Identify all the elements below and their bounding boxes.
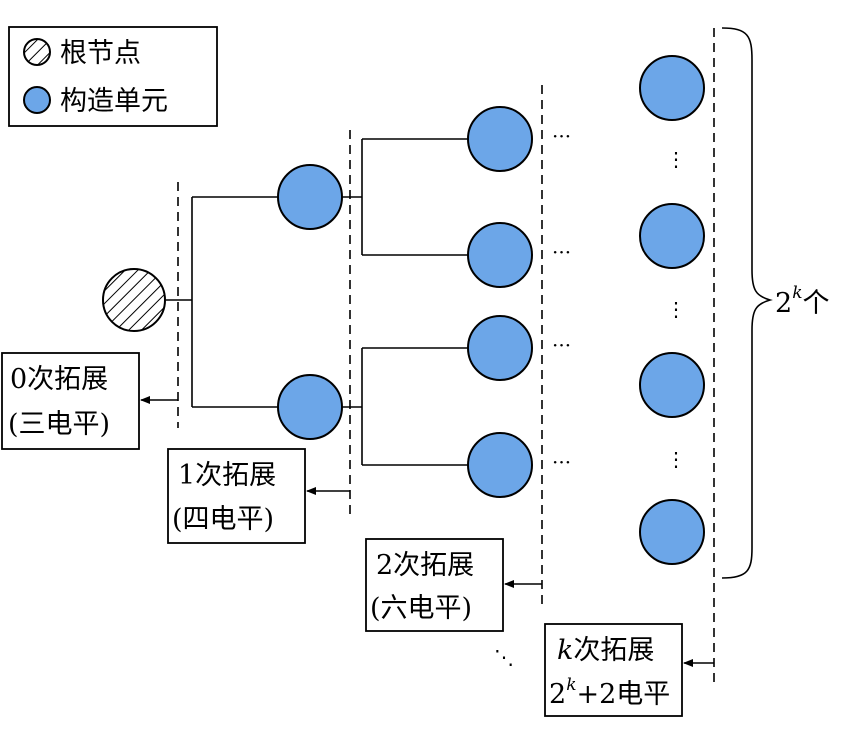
level2-unit-node <box>467 106 533 172</box>
stage-1-label-line1: 1次拓展 <box>178 460 276 491</box>
brace-count-label: 2k个 <box>775 283 830 319</box>
legend-root-node-icon <box>23 38 51 66</box>
level2-unit-node <box>467 432 533 498</box>
diagonal-ellipsis: ⋱ <box>494 645 514 669</box>
horizontal-ellipsis: ··· <box>552 240 571 264</box>
horizontal-ellipsis: ··· <box>552 450 571 474</box>
stage-2-label-box <box>365 538 504 632</box>
level1-unit-node <box>277 164 343 230</box>
vertical-ellipsis: ⋮ <box>666 297 686 321</box>
stage-0-label-box <box>1 352 140 450</box>
level1-unit-node <box>277 374 343 440</box>
level2-unit-node <box>467 222 533 288</box>
levelk-unit-node <box>639 352 705 418</box>
horizontal-ellipsis: ··· <box>552 333 571 357</box>
stage-1-label-box <box>167 448 306 544</box>
legend-unit-node-icon <box>23 86 51 114</box>
vertical-ellipsis: ⋮ <box>666 447 686 471</box>
stage-k-label-line2: 2k+2电平 <box>549 675 670 710</box>
root-node <box>102 268 166 332</box>
levelk-unit-node <box>639 499 705 565</box>
level2-unit-node <box>467 315 533 381</box>
horizontal-ellipsis: ··· <box>552 124 571 148</box>
stage-0-label-line2: (三电平) <box>8 409 110 440</box>
legend: 根节点 构造单元 <box>8 26 218 127</box>
stage-k-label-line1: k次拓展 <box>557 635 654 666</box>
stage-1-label-line2: (四电平) <box>172 504 274 535</box>
vertical-ellipsis: ⋮ <box>666 147 686 171</box>
levelk-unit-node <box>639 203 705 269</box>
stage-2-label-line2: (六电平) <box>370 593 472 624</box>
right-curly-brace <box>721 27 773 579</box>
legend-root-label: 根节点 <box>60 38 141 69</box>
tree-wires <box>166 138 468 466</box>
levelk-unit-node <box>639 55 705 121</box>
legend-unit-label: 构造单元 <box>60 86 168 117</box>
stage-2-label-line1: 2次拓展 <box>376 550 474 581</box>
stage-k-label-box <box>544 623 683 717</box>
stage-0-label-line1: 0次拓展 <box>10 364 108 395</box>
